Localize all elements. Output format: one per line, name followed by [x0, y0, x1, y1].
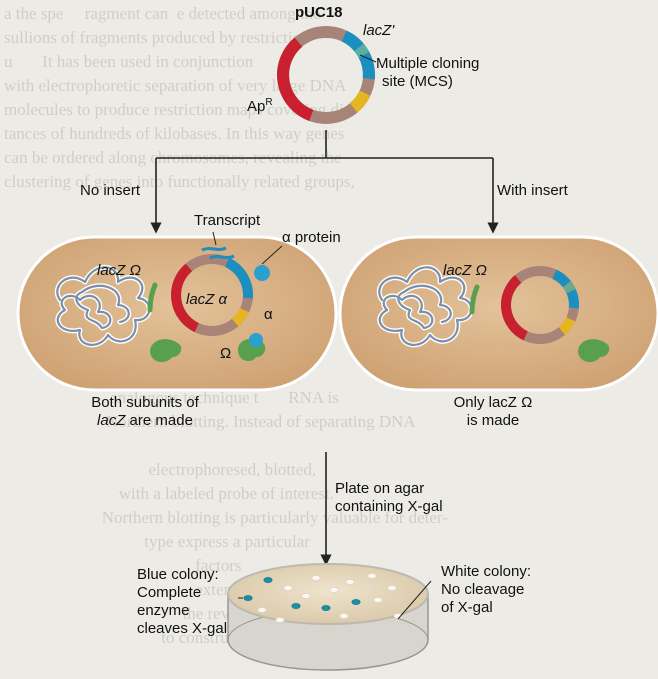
- right-caption-line1: Only lacZ Ω: [453, 394, 533, 411]
- plasmid-segment-mcs: [354, 43, 370, 58]
- left-caption-line2: lacZ are made: [60, 412, 230, 429]
- branch-arrows: [150, 130, 499, 234]
- left-cell-no-insert: [16, 231, 338, 392]
- blue-colony-line2: Complete: [137, 584, 202, 601]
- lacz-prime-label: lacZ': [363, 22, 395, 39]
- right-cell-with-insert: [338, 235, 658, 392]
- blue-colony-line3: enzyme: [137, 602, 190, 619]
- alpha-protein-free: [254, 265, 270, 281]
- white-colony: [373, 597, 383, 603]
- right-cell-body: [338, 235, 658, 392]
- right-omega-protein: [578, 339, 610, 363]
- alpha-protein-label: α protein: [282, 229, 341, 246]
- white-colony-line2: No cleavage: [441, 581, 525, 598]
- ampr-label-main: Ap: [247, 98, 266, 115]
- mcs-pointer-line: [359, 54, 377, 63]
- white-colony: [283, 585, 293, 591]
- left-plasmid-blue: [224, 257, 253, 299]
- left-caption-lacz: lacZ: [97, 412, 126, 429]
- plating-line1: Plate on agar: [335, 480, 425, 497]
- mcs-label-line2: site (MCS): [382, 73, 453, 90]
- left-caption-rest: are made: [125, 412, 193, 429]
- white-colony: [345, 579, 355, 585]
- white-colony-line3: of X-gal: [441, 599, 493, 616]
- white-colony: [301, 593, 311, 599]
- blue-colony-line1: Blue colony:: [137, 566, 219, 583]
- ampr-label: ApR: [247, 94, 273, 115]
- right-caption-line2: is made: [466, 412, 520, 429]
- right-plasmid-insert: [562, 281, 576, 294]
- transcript-mrna: [201, 246, 227, 252]
- alpha-protein-pointer: [261, 245, 283, 265]
- plasmid-segment-ampr: [277, 37, 314, 122]
- dish-agar: [227, 563, 429, 625]
- branch-label-no-insert: No insert: [80, 182, 141, 199]
- blue-colony-line4: cleaves X-gal: [137, 620, 228, 637]
- right-laczomega-label: lacZ Ω: [443, 262, 487, 279]
- white-colony: [387, 585, 397, 591]
- white-colony: [339, 613, 349, 619]
- right-plasmid-yellow: [558, 317, 576, 335]
- white-colony: [329, 587, 339, 593]
- blue-colony: [351, 599, 361, 605]
- left-caption-line1: Both subunits of: [91, 394, 199, 411]
- branch-label-with-insert: With insert: [497, 182, 568, 199]
- left-laczomega-label: lacZ Ω: [97, 262, 141, 279]
- left-chromosome-core: [56, 266, 151, 346]
- plasmid-segment-yellow: [349, 90, 371, 113]
- plating-line2: containing X-gal: [335, 498, 443, 515]
- blue-colony: [291, 603, 301, 609]
- right-laczomega-gene: [469, 284, 480, 315]
- left-plasmid-red: [171, 263, 200, 333]
- ampr-label-sup: R: [265, 97, 273, 108]
- white-colony: [367, 573, 377, 579]
- transcript-mrna-2: [209, 254, 235, 260]
- petri-dish: [227, 563, 432, 671]
- colony-group: [243, 573, 403, 623]
- blue-colony: [321, 605, 331, 611]
- plasmid-name: pUC18: [295, 4, 343, 21]
- white-colony: [257, 607, 267, 613]
- left-laczomega-gene: [147, 282, 158, 313]
- white-colony: [275, 617, 285, 623]
- alpha-omega-complex-alpha: [249, 333, 263, 347]
- mcs-label-line1: Multiple cloning: [376, 55, 480, 72]
- white-colony-line1: White colony:: [441, 563, 532, 580]
- white-colony: [311, 575, 321, 581]
- omega-small-label: Ω: [220, 345, 232, 362]
- alpha-small-label: α: [264, 306, 273, 323]
- left-plasmid-yellow: [231, 307, 250, 327]
- transcript-label: Transcript: [194, 212, 261, 229]
- transcript-pointer: [212, 231, 217, 246]
- blue-colony: [243, 595, 253, 601]
- blue-colony: [263, 577, 273, 583]
- left-omega-protein: [150, 339, 182, 363]
- white-colony-pointer: [397, 580, 432, 620]
- right-plasmid-red: [501, 275, 528, 341]
- puc18-plasmid: [277, 26, 377, 124]
- right-chromosome-core: [378, 266, 473, 346]
- lacz-alpha-label: lacZ α: [186, 291, 228, 308]
